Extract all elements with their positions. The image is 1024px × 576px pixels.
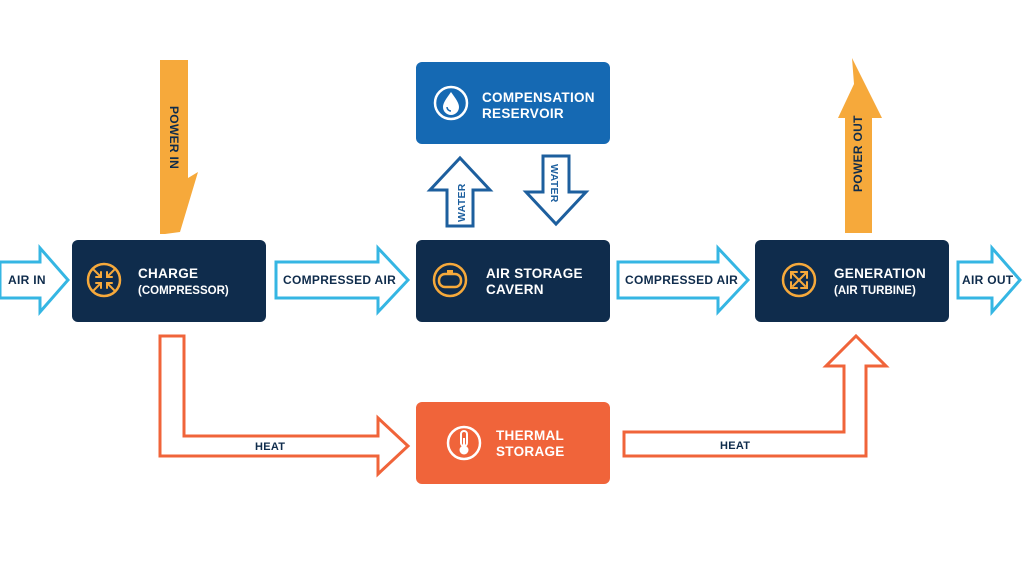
thermal-storage-box: THERMAL STORAGE: [416, 402, 610, 484]
tank-icon: [432, 262, 468, 298]
heat-label-1: HEAT: [255, 441, 285, 453]
compressed-air-label-2: COMPRESSED AIR: [625, 273, 738, 287]
water-down-arrow: WATER: [522, 154, 590, 227]
generation-turbine-box: GENERATION (AIR TURBINE): [755, 240, 949, 322]
power-in-arrow: POWER IN: [160, 60, 198, 234]
thermal-line1: THERMAL: [496, 428, 564, 443]
generation-title: GENERATION: [834, 266, 926, 281]
compressed-air-arrow-2: COMPRESSED AIR: [616, 244, 751, 316]
heat-arrow-2: HEAT: [622, 333, 890, 458]
compressed-air-label-1: COMPRESSED AIR: [283, 273, 396, 287]
water-up-arrow: WATER: [426, 155, 494, 228]
air-out-label: AIR OUT: [962, 273, 1014, 287]
charge-subtitle: (COMPRESSOR): [138, 285, 229, 297]
water-drop-icon: [433, 85, 469, 121]
power-out-arrow: POWER OUT: [838, 58, 882, 233]
compensation-reservoir-box: COMPENSATION RESERVOIR: [416, 62, 610, 144]
cavern-line1: AIR STORAGE: [486, 266, 583, 281]
water-up-label: WATER: [456, 183, 468, 222]
reservoir-line2: RESERVOIR: [482, 106, 564, 121]
reservoir-line1: COMPENSATION: [482, 90, 595, 105]
expand-arrows-icon: [781, 262, 817, 298]
power-out-label: POWER OUT: [851, 115, 865, 192]
compress-arrows-icon: [86, 262, 122, 298]
water-down-label: WATER: [548, 164, 560, 203]
air-out-arrow: AIR OUT: [956, 244, 1022, 316]
heat-label-2: HEAT: [720, 440, 750, 452]
compressed-air-arrow-1: COMPRESSED AIR: [274, 244, 411, 316]
air-storage-cavern-box: AIR STORAGE CAVERN: [416, 240, 610, 322]
heat-arrow-1: HEAT: [158, 334, 411, 478]
cavern-line2: CAVERN: [486, 282, 544, 297]
air-in-label: AIR IN: [8, 273, 46, 287]
thermal-line2: STORAGE: [496, 444, 565, 459]
charge-title: CHARGE: [138, 266, 198, 281]
air-in-arrow: AIR IN: [0, 244, 70, 316]
thermometer-icon: [446, 425, 482, 461]
charge-compressor-box: CHARGE (COMPRESSOR): [72, 240, 266, 322]
power-in-label: POWER IN: [167, 106, 181, 169]
generation-subtitle: (AIR TURBINE): [834, 285, 916, 297]
